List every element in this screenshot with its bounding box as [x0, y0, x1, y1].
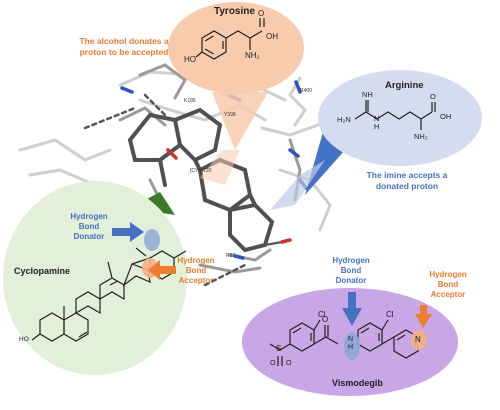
vismodegib-donor-arrow — [342, 292, 362, 326]
tyrosine-structure — [195, 18, 265, 60]
arginine-link-arrow — [270, 160, 325, 210]
vismodegib-n-pyridine: N — [415, 335, 421, 344]
arginine-n-amine: N — [374, 114, 380, 123]
arginine-nh-imine: NH — [362, 90, 373, 99]
vismodegib-cl2: Cl — [386, 310, 394, 319]
arginine-o-carbonyl: O — [430, 92, 436, 101]
arginine-oh-acid: OH — [440, 112, 452, 121]
tyrosine-title: Tyrosine — [214, 6, 255, 17]
tyrosine-o-carbonyl: O — [258, 9, 265, 18]
vismodegib-acceptor-arrow — [415, 305, 432, 328]
vismodegib-nh: N H — [348, 336, 354, 351]
imine-annotation: The imine accepts a donated proton — [366, 170, 448, 191]
vismodegib-donor-label: Hydrogen Bond Donator — [332, 256, 370, 285]
cyclopamine-ho: HO — [19, 336, 29, 343]
cyclopamine-acceptor-arrow — [148, 260, 176, 280]
arginine-h2n: H₂N — [337, 115, 351, 124]
arginine-nh2: NH₂ — [414, 132, 428, 141]
residue-k185: K185 — [184, 98, 196, 104]
tyrosine-link-arrow — [200, 150, 240, 185]
residue-r400: R400 — [300, 88, 312, 94]
cyclopamine-donor-arrow — [112, 222, 144, 242]
cyclopamine-donor-label: Hydrogen Bond Donator — [70, 212, 108, 241]
residue-y398: Y398 — [224, 112, 236, 118]
tyrosine-callout — [168, 2, 304, 150]
vismodegib-o2: O — [286, 360, 292, 367]
arginine-h-amine: H — [374, 122, 380, 131]
residue-cys120: [CYS]120 — [190, 168, 212, 174]
vismodegib-acceptor-highlight — [411, 330, 427, 350]
arginine-title: Arginine — [385, 80, 424, 91]
cyclopamine-donor-highlight — [144, 229, 160, 251]
cyclopamine-callout — [3, 181, 187, 375]
vismodegib-donor-highlight — [344, 332, 360, 360]
vismodegib-acceptor-label: Hydrogen Bond Acceptor — [429, 270, 467, 299]
vismodegib-o: O — [322, 315, 329, 324]
tyrosine-ho: HO — [184, 55, 196, 64]
vismodegib-cl1: Cl — [318, 310, 326, 319]
arginine-structure — [354, 100, 436, 130]
cyclopamine-title: Cyclopamine — [14, 266, 71, 276]
alcohol-annotation: The alcohol donates a proton to be accep… — [79, 36, 169, 57]
tyrosine-oh-acid: OH — [266, 32, 278, 41]
vismodegib-s: S — [276, 344, 282, 353]
tyrosine-nh2: NH₂ — [245, 51, 260, 60]
cyclopamine-acceptor-label: Hydrogen Bond Acceptor — [177, 256, 215, 285]
vismodegib-title: Vismodegib — [332, 378, 383, 388]
vismodegib-o1: O — [270, 360, 276, 367]
residue-r97: R97 — [226, 253, 236, 259]
